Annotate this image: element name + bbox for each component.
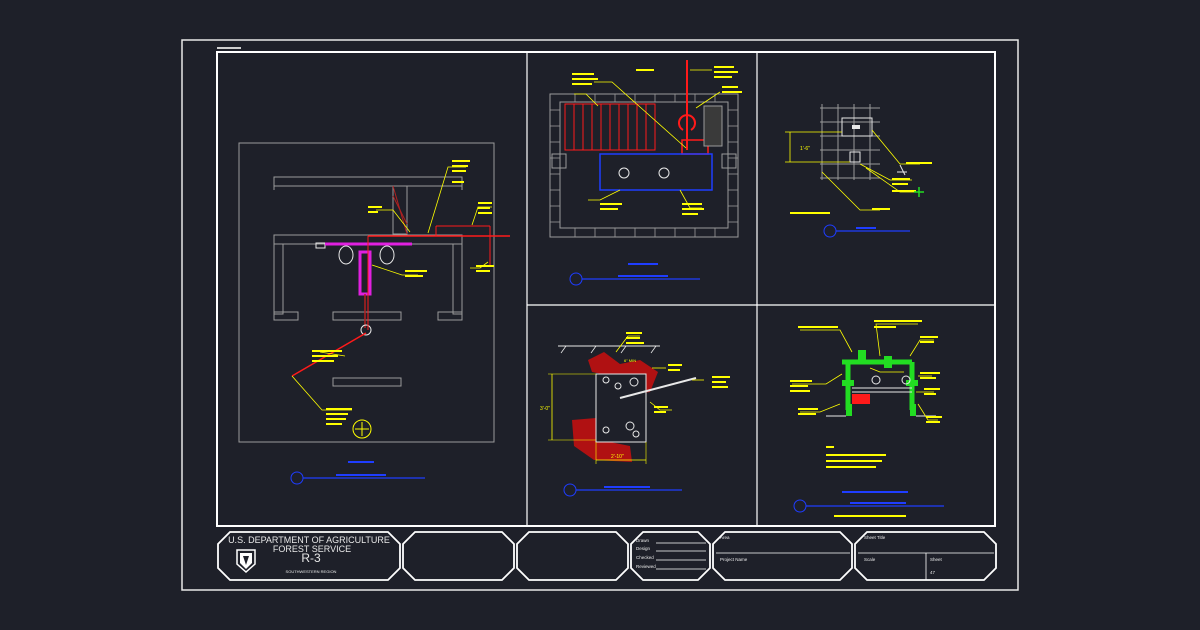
excavation-dim-vertical: 3'-0" xyxy=(540,406,550,412)
blank-panel-1 xyxy=(402,531,515,581)
project-panel xyxy=(712,531,853,581)
reviewed-label: Reviewed xyxy=(636,564,656,569)
drawing-frame xyxy=(216,51,996,527)
outer-border xyxy=(181,39,1019,591)
service-line xyxy=(291,332,367,377)
region-name: SOUTHWESTERN REGION xyxy=(286,569,337,574)
design-label: Design xyxy=(636,546,651,551)
section-title xyxy=(569,263,700,286)
elevation-fixture xyxy=(841,117,873,137)
section-view xyxy=(549,60,742,286)
drawn-label: Drawn xyxy=(636,538,650,543)
plan-wall-left xyxy=(273,243,284,315)
piping-title xyxy=(793,491,944,517)
agency-line1: U.S. DEPARTMENT OF AGRICULTURE xyxy=(228,535,390,545)
plan-wall-right xyxy=(452,243,463,315)
excavation-title xyxy=(563,483,682,497)
region-code: R-3 xyxy=(301,551,321,565)
section-outline xyxy=(549,93,739,238)
section-tank xyxy=(599,153,713,191)
elevation-dim-label: 1'-6" xyxy=(800,146,810,152)
forest-service-shield-icon xyxy=(236,549,256,574)
sheet-stamp xyxy=(217,47,241,49)
sheet-title-label: Sheet Title xyxy=(864,535,886,540)
title-block: U.S. DEPARTMENT OF AGRICULTURE FOREST SE… xyxy=(217,531,997,581)
excavation-dim-horizontal: 2'-10" xyxy=(611,454,624,460)
sheet-number: 47 xyxy=(930,570,936,575)
excavation-dim-top: 6" MIN xyxy=(624,358,636,363)
elevation-view: 1'-6" xyxy=(785,104,932,238)
elevation-title xyxy=(823,224,910,238)
plan-leader-notes xyxy=(312,160,494,425)
section-grate xyxy=(703,105,723,147)
red-valve-box xyxy=(852,394,870,404)
agency-panel xyxy=(217,531,401,581)
project-name-label: Project Name xyxy=(720,557,748,562)
blank-panel-2 xyxy=(516,531,629,581)
floor-plan-title xyxy=(290,461,425,485)
block-coursing xyxy=(550,94,738,237)
plan-wall-top xyxy=(273,176,463,187)
toilet-fixture-2 xyxy=(379,245,395,265)
signoff-panel xyxy=(630,531,711,581)
floor-plan-view xyxy=(238,142,510,485)
excavation-pipe xyxy=(619,377,697,399)
scale-label: Scale xyxy=(864,557,876,562)
sheet-title-panel xyxy=(854,531,997,581)
plan-boundary xyxy=(238,142,495,443)
checked-label: Checked xyxy=(636,555,654,560)
excavation-view: 3'-0" 2'-10" 6" MIN xyxy=(540,332,730,497)
agency-line2: FOREST SERVICE xyxy=(273,544,351,554)
sheet-label: Sheet xyxy=(930,557,943,562)
piping-detail-view xyxy=(790,320,944,517)
north-arrow-icon xyxy=(352,419,372,439)
area-label: Area xyxy=(720,535,730,540)
plan-slab xyxy=(332,377,402,387)
toilet-fixture-1 xyxy=(338,245,354,265)
